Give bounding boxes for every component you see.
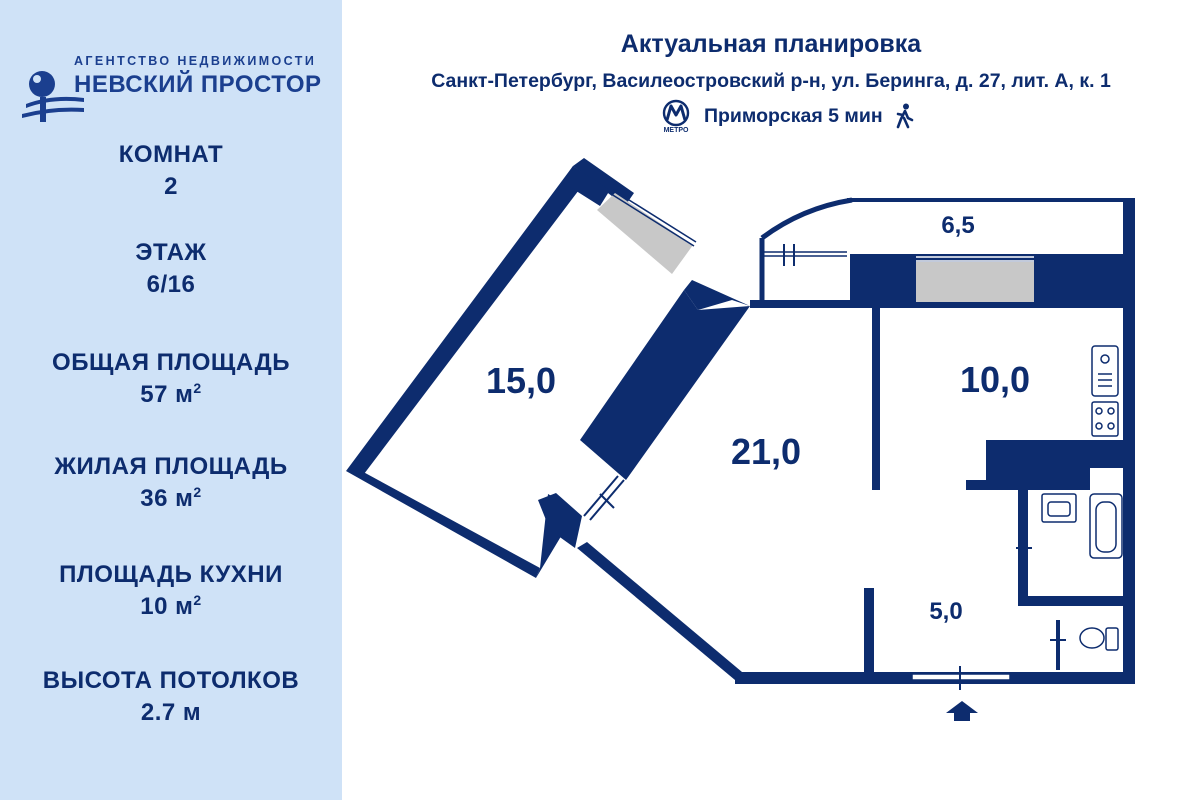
floor-plan — [346, 158, 1135, 721]
bathtub-icon — [1089, 493, 1123, 559]
metro-info: МЕТРО Приморская 5 мин — [658, 98, 917, 134]
entrance-arrow-icon — [946, 701, 978, 721]
partition-wall-upper — [684, 280, 750, 310]
toilet-icon — [1079, 627, 1119, 651]
walking-person-icon — [896, 103, 913, 129]
stat-value: 10 м2 — [140, 592, 202, 620]
agency-logo-icon — [22, 71, 84, 122]
agency-label: АГЕНТСТВО НЕДВИЖИМОСТИ — [74, 54, 317, 68]
stat-kitchen-area: ПЛОЩАДЬ КУХНИ 10 м2 — [0, 560, 342, 624]
stat-label: ВЫСОТА ПОТОЛКОВ — [42, 667, 300, 694]
stat-ceiling-height: ВЫСОТА ПОТОЛКОВ 2.7 м — [0, 666, 342, 730]
sink-icon — [1091, 345, 1119, 397]
kitchen-bottom-wall — [966, 440, 1135, 490]
room-label-bedroom: 15,0 — [485, 360, 557, 401]
partition-wall-thick — [580, 290, 750, 480]
stat-label: ПЛОЩАДЬ КУХНИ — [59, 561, 283, 588]
bathroom-bottom-wall — [1018, 596, 1135, 606]
stat-label: КОМНАТ — [118, 141, 224, 168]
stat-value: 57 м2 — [140, 380, 202, 408]
stat-floor: ЭТАЖ 6/16 — [0, 238, 342, 302]
room-label-living: 21,0 — [730, 431, 802, 472]
metro-logo-icon: МЕТРО — [662, 99, 690, 134]
living-outer-wall — [577, 542, 742, 680]
balcony-rail-top — [847, 198, 1135, 202]
stat-value: 6/16 — [146, 271, 196, 298]
bedroom-top-corner — [562, 166, 610, 206]
room-label-hall: 5,0 — [929, 598, 963, 625]
stat-label: ОБЩАЯ ПЛОЩАДЬ — [52, 349, 290, 376]
partition-wall-lower — [538, 493, 582, 548]
stat-label: ЖИЛАЯ ПЛОЩАДЬ — [54, 453, 288, 480]
address: Санкт-Петербург, Василеостровский р-н, у… — [431, 70, 1111, 92]
room-label-balcony: 6,5 — [941, 212, 975, 239]
stat-value: 36 м2 — [140, 484, 202, 512]
bathroom-sink-icon — [1041, 493, 1077, 523]
stat-label: ЭТАЖ — [135, 239, 207, 266]
metro-logo-text: МЕТРО — [664, 127, 689, 134]
living-top-wall — [750, 300, 876, 308]
stat-rooms: КОМНАТ 2 — [0, 140, 342, 204]
agency-name: НЕВСКИЙ ПРОСТОР — [74, 71, 322, 98]
info-sidebar: АГЕНТСТВО НЕДВИЖИМОСТИ НЕВСКИЙ ПРОСТОР К… — [0, 0, 342, 800]
agency-logo: АГЕНТСТВО НЕДВИЖИМОСТИ НЕВСКИЙ ПРОСТОР — [22, 48, 332, 128]
stove-icon — [1091, 401, 1119, 437]
stat-living-area: ЖИЛАЯ ПЛОЩАДЬ 36 м2 — [0, 452, 342, 516]
bedroom-window — [597, 193, 693, 274]
living-kitchen-wall — [872, 308, 880, 490]
stat-value: 2.7 м — [140, 699, 202, 726]
metro-station: Приморская 5 мин — [704, 104, 883, 127]
stat-value: 2 — [164, 173, 178, 200]
bedroom-wall-outline — [346, 166, 588, 474]
kitchen-window — [916, 262, 1034, 302]
balcony-curve — [760, 197, 853, 241]
bedroom-left-wall — [346, 468, 540, 578]
room-label-kitchen: 10,0 — [959, 359, 1031, 400]
stat-total-area: ОБЩАЯ ПЛОЩАДЬ 57 м2 — [0, 348, 342, 412]
page-title: Актуальная планировка — [620, 30, 922, 58]
hall-left-wall — [864, 588, 874, 674]
